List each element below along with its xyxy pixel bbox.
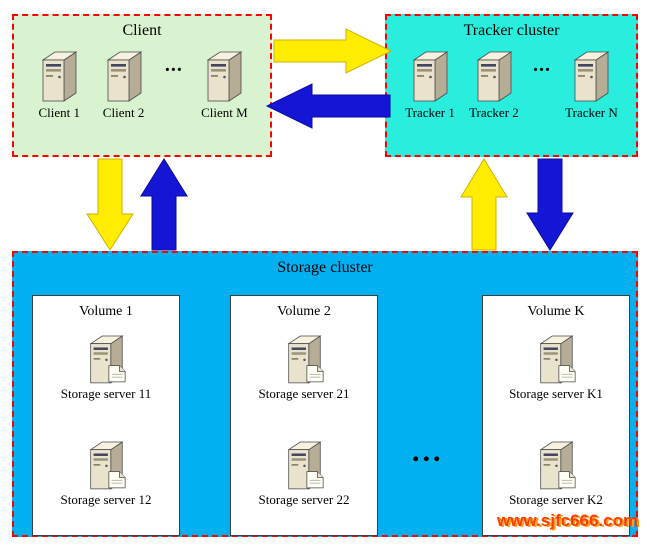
storage-server-label: Storage server 11: [60, 386, 152, 401]
storage-cluster-box: Storage cluster Volume 1 Storage server …: [12, 251, 638, 537]
volume-2-box: Volume 2 Storage server 21 Storage serve…: [230, 295, 378, 536]
volume-title: Volume 2: [277, 304, 331, 319]
volume-1-box: Volume 1 Storage server 11 Storage serve…: [32, 295, 180, 536]
client-cluster-title: Client: [122, 22, 162, 39]
volume-title: Volume K: [527, 304, 585, 319]
server-tower-icon: [568, 48, 614, 102]
storage-server-node: Storage server 11: [60, 332, 152, 402]
ellipsis: ...: [532, 54, 551, 76]
volume-k-box: Volume K Storage server K1 Storage serve…: [482, 295, 630, 536]
tracker-node-2: Tracker 2: [469, 48, 519, 121]
storage-server-node: Storage server K2: [509, 438, 603, 508]
ellipsis: ...: [164, 54, 183, 76]
storage-server-label: Storage server 22: [258, 492, 350, 507]
storage-server-label: Storage server K2: [509, 492, 603, 507]
tracker-node-label: Tracker 2: [469, 105, 519, 120]
storage-server-node: Storage server 22: [258, 438, 350, 508]
storage-server-label: Storage server 21: [258, 386, 350, 401]
server-tower-icon: [407, 48, 453, 102]
storage-to-tracker-arrow: [460, 158, 508, 251]
client-to-storage-arrow: [86, 158, 134, 251]
storage-cluster-title: Storage cluster: [277, 259, 373, 276]
storage-server-node: Storage server 21: [258, 332, 350, 402]
ellipsis: ...: [412, 435, 444, 468]
tracker-cluster-box: Tracker cluster Tracker 1 Tracker 2 ... …: [385, 14, 638, 157]
storage-server-icon: [282, 332, 326, 384]
tracker-cluster-row: Tracker 1 Tracker 2 ... Tracker N: [387, 48, 636, 121]
client-node-label: Client 2: [102, 105, 145, 120]
client-cluster-box: Client Client 1 Client 2 ... Client M: [12, 14, 272, 157]
client-to-tracker-arrow: [273, 28, 393, 74]
storage-server-icon: [534, 332, 578, 384]
client-node-label: Client 1: [38, 105, 81, 120]
volume-title: Volume 1: [79, 304, 133, 319]
tracker-to-client-arrow: [265, 83, 391, 129]
server-tower-icon: [36, 48, 82, 102]
client-cluster-row: Client 1 Client 2 ... Client M: [14, 48, 270, 121]
storage-server-icon: [282, 438, 326, 490]
storage-server-icon: [534, 438, 578, 490]
server-tower-icon: [101, 48, 147, 102]
tracker-to-storage-arrow: [526, 158, 574, 251]
storage-to-client-arrow: [140, 158, 188, 251]
storage-server-icon: [84, 438, 128, 490]
tracker-node-label: Tracker 1: [405, 105, 455, 120]
tracker-node-label: Tracker N: [565, 105, 618, 120]
server-tower-icon: [201, 48, 247, 102]
storage-server-node: Storage server 12: [60, 438, 152, 508]
client-node-m: Client M: [201, 48, 248, 121]
watermark: www.sjfc666.com: [497, 511, 639, 530]
storage-server-label: Storage server 12: [60, 492, 152, 507]
client-node-2: Client 2: [101, 48, 147, 121]
tracker-cluster-title: Tracker cluster: [463, 22, 560, 39]
storage-server-node: Storage server K1: [509, 332, 603, 402]
tracker-node-1: Tracker 1: [405, 48, 455, 121]
storage-server-label: Storage server K1: [509, 386, 603, 401]
tracker-node-n: Tracker N: [565, 48, 618, 121]
storage-server-icon: [84, 332, 128, 384]
client-node-1: Client 1: [36, 48, 82, 121]
client-node-label: Client M: [201, 105, 248, 120]
server-tower-icon: [471, 48, 517, 102]
